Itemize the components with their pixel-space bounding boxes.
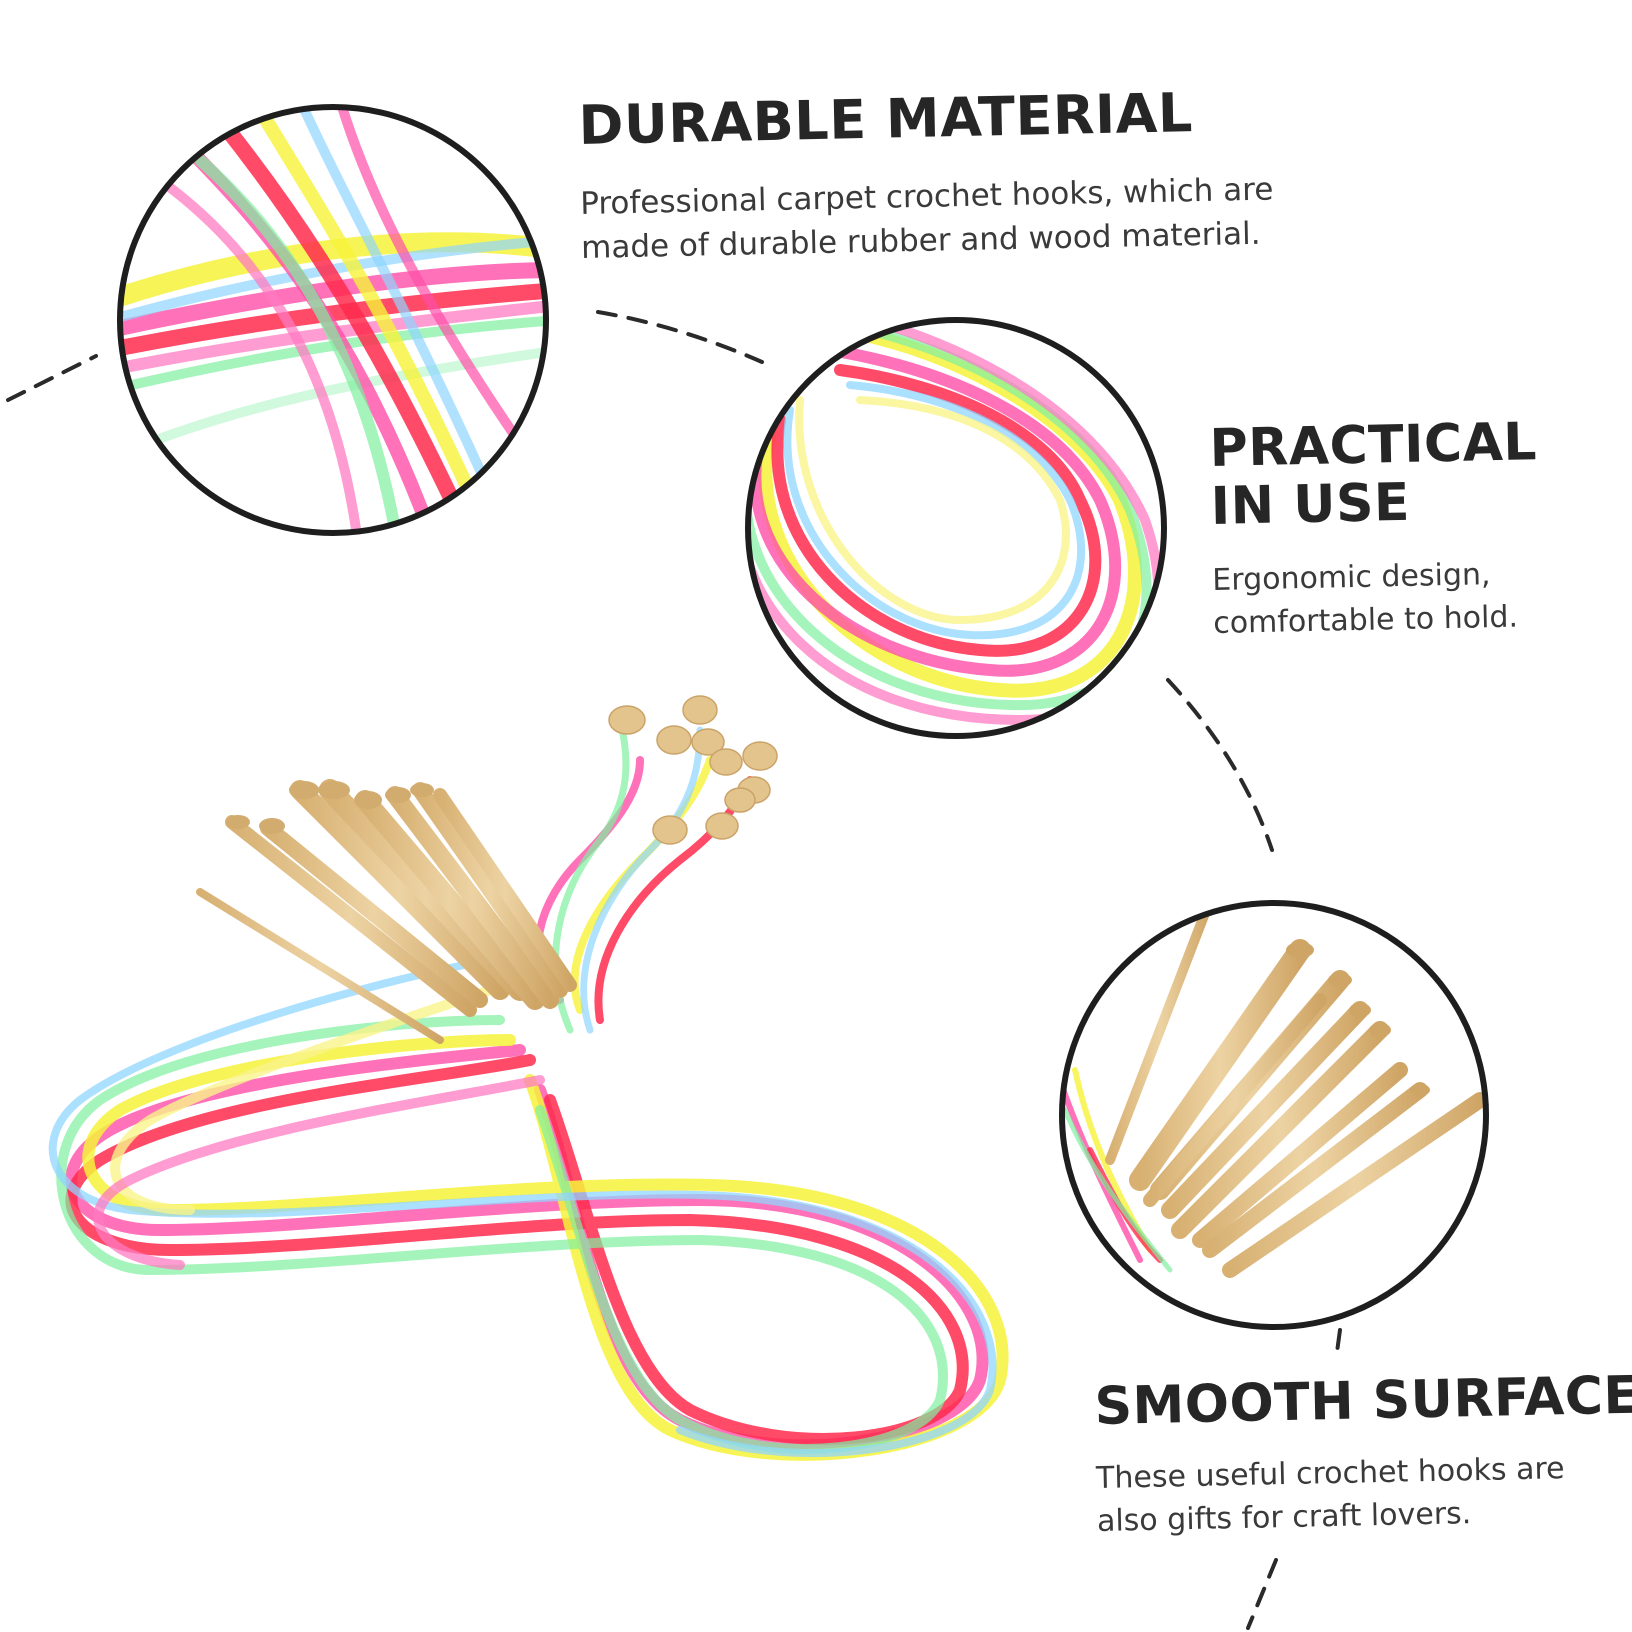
feature-title: PRACTICAL IN USE (1208, 412, 1538, 538)
connector-middle (1166, 678, 1274, 852)
crochet-hook-set-photo (48, 695, 1009, 1461)
bamboo-hook (412, 782, 568, 998)
stopper-bead (682, 695, 718, 725)
stopper-bead (652, 815, 688, 845)
feature-title: DURABLE MATERIAL (577, 81, 1194, 157)
bamboo-hook (260, 820, 488, 1008)
feature-description: Professional carpet crochet hooks, which… (579, 171, 1274, 267)
stopper-bead (709, 748, 743, 776)
stopper-bead (742, 741, 778, 771)
stopper-bead (705, 812, 739, 840)
stopper-bead (608, 705, 646, 735)
connector-left (6, 354, 98, 402)
bamboo-hook (196, 888, 444, 1044)
dashed-connectors (6, 310, 1342, 1630)
bamboo-hook (386, 786, 559, 1009)
smooth-surface-photo (1059, 900, 1489, 1330)
stopper-bead (656, 725, 692, 755)
feature-durable-material: DURABLE MATERIAL Professional carpet cro… (578, 80, 1361, 271)
durable-material-photo (117, 104, 549, 536)
feature-description: These useful crochet hooks are also gift… (1095, 1451, 1565, 1539)
stopper-bead (724, 787, 756, 813)
bamboo-hook (290, 780, 510, 1000)
connector-lower (1335, 1328, 1342, 1354)
stopper-bead (691, 728, 725, 756)
connector-bottom (1246, 1558, 1278, 1630)
bamboo-hook (225, 815, 477, 1017)
bamboo-hook (355, 790, 545, 1010)
feature-practical-in-use: PRACTICAL IN USE Ergonomic design, comfo… (1209, 412, 1614, 646)
practical-in-use-photo (745, 317, 1167, 739)
feature-smooth-surface: SMOOTH SURFACE These useful crochet hook… (1093, 1365, 1632, 1544)
circle-frame (745, 317, 1167, 739)
circle-frame (1059, 900, 1489, 1330)
connector-top (596, 310, 764, 364)
feature-title: SMOOTH SURFACE (1093, 1365, 1632, 1437)
bamboo-hook (433, 788, 577, 992)
circle-frame (117, 104, 549, 536)
feature-description: Ergonomic design, comfortable to hold. (1212, 557, 1519, 642)
